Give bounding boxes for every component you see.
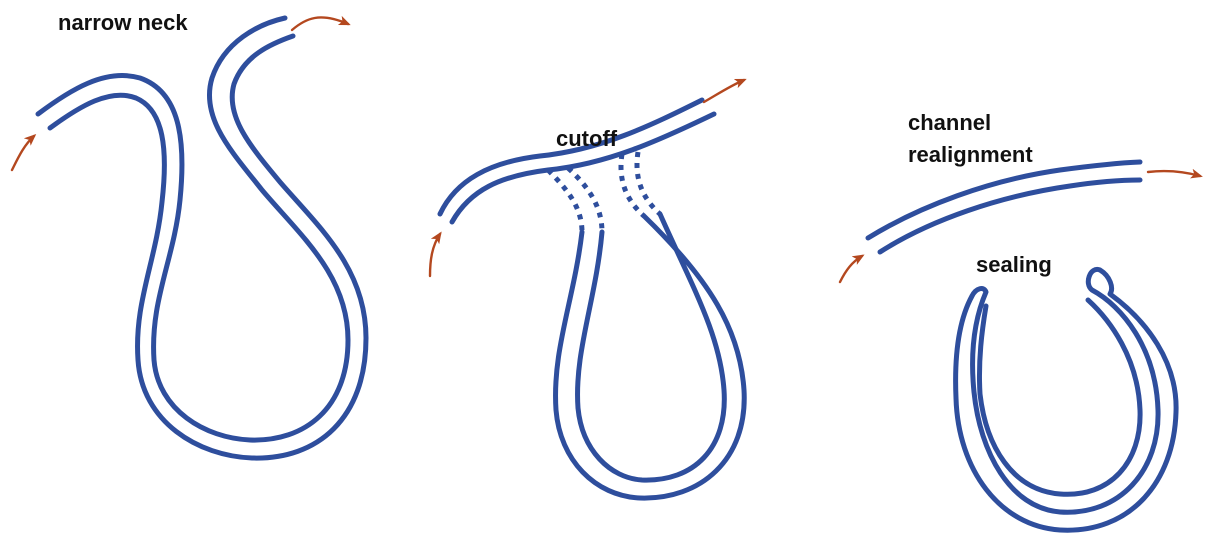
former-neck-dashed-bank: [637, 152, 660, 214]
label-sealing: sealing: [976, 252, 1052, 277]
loop-outer-bank: [556, 216, 745, 498]
flow-in-arrow: [840, 256, 862, 282]
label-narrow-neck: narrow neck: [58, 10, 188, 35]
oxbow-lake-outline: [956, 269, 1176, 530]
flow-in-arrow: [12, 136, 34, 170]
loop-inner-bank: [578, 214, 725, 480]
flow-out-arrow: [292, 17, 348, 30]
flow-out-arrow: [1148, 171, 1200, 176]
stage-realignment-sealing: channel realignment sealing: [840, 110, 1200, 530]
label-cutoff: cutoff: [556, 126, 618, 151]
stage-cutoff: cutoff: [430, 80, 744, 498]
flow-in-arrow: [430, 234, 440, 276]
flow-out-arrow: [704, 80, 744, 102]
realigned-channel-lower-bank: [880, 180, 1140, 252]
former-neck-dashed-bank: [568, 168, 602, 232]
oxbow-lake-inner-bank: [979, 300, 1140, 494]
label-realignment: realignment: [908, 142, 1033, 167]
stage-narrow-neck: narrow neck: [12, 10, 366, 458]
label-channel: channel: [908, 110, 991, 135]
meander-outer-bank: [38, 18, 348, 440]
